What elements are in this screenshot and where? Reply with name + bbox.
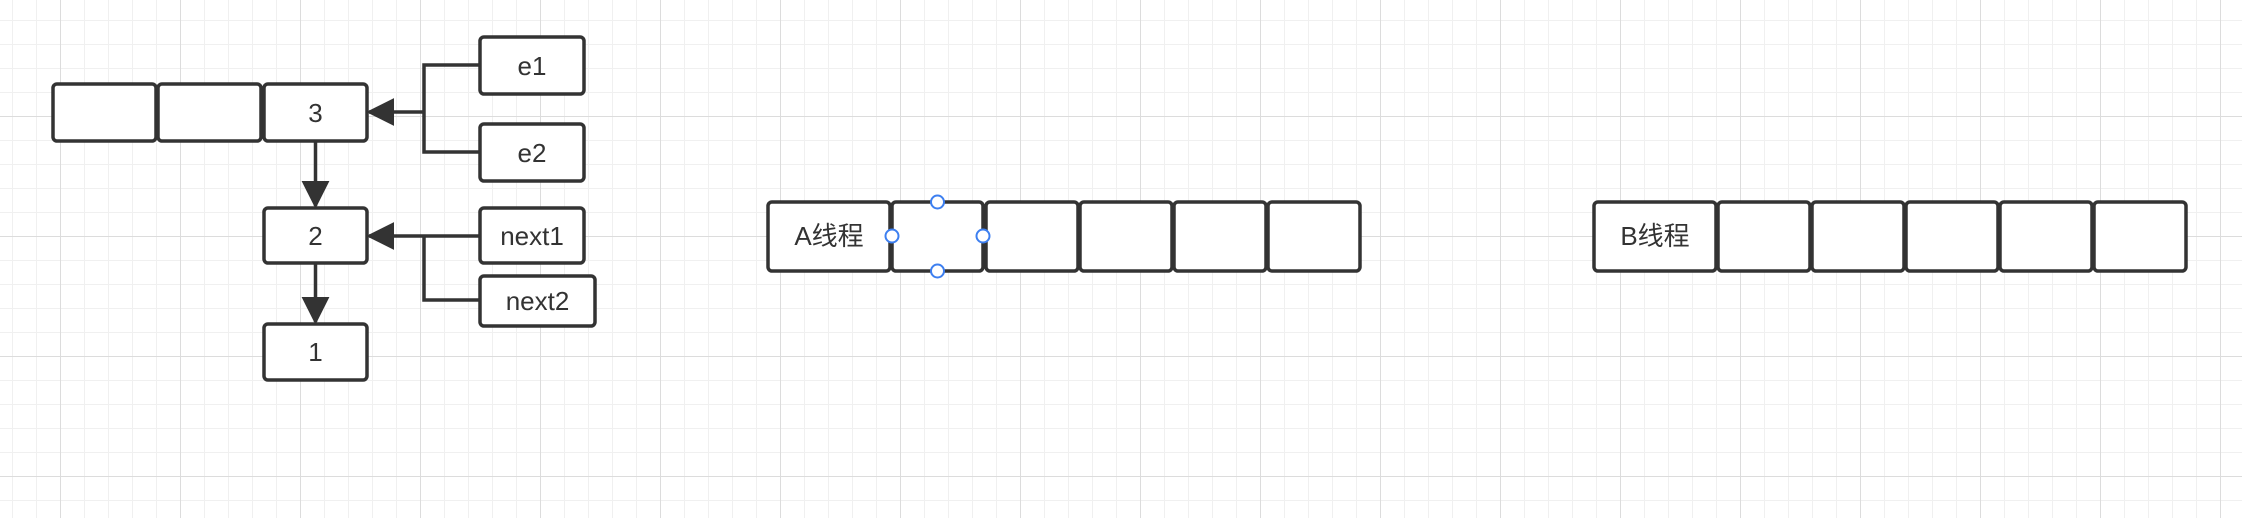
thread-b-cell-2[interactable] (1810, 200, 1906, 273)
thread-b-cell-1[interactable] (1716, 200, 1812, 273)
node-3-box[interactable]: 3 (262, 82, 369, 143)
thread-a-cell-5[interactable] (1266, 200, 1362, 273)
next1-label: next1 (500, 221, 564, 251)
thread-a-label-cell[interactable]: A线程 (766, 200, 892, 273)
top-cell-1[interactable] (51, 82, 158, 143)
thread-a-array: A线程 (766, 194, 1362, 279)
selection-handle-bottom[interactable] (930, 263, 945, 279)
thread-b-cell-4[interactable] (1998, 200, 2094, 273)
node-1-label: 1 (308, 337, 322, 367)
linked-list-group: 3 2 1 e1 e2 next1 (51, 35, 597, 382)
e1-box[interactable]: e1 (478, 35, 586, 96)
thread-a-cell-3[interactable] (1078, 200, 1174, 273)
thread-b-cell-3[interactable] (1904, 200, 2000, 273)
selection-handles (884, 194, 991, 279)
next2-label: next2 (506, 286, 570, 316)
top-cell-2[interactable] (156, 82, 263, 143)
selection-handle-top[interactable] (930, 194, 945, 210)
connector-e2-to-3[interactable] (422, 112, 480, 154)
selection-handle-left[interactable] (884, 228, 900, 244)
thread-b-cell-5[interactable] (2092, 200, 2188, 273)
e2-box[interactable]: e2 (478, 122, 586, 183)
thread-b-array: B线程 (1592, 200, 2188, 273)
thread-a-label: A线程 (794, 221, 863, 251)
connector-e1-to-3[interactable] (422, 63, 480, 112)
selection-handle-right[interactable] (975, 228, 991, 244)
next1-box[interactable]: next1 (478, 206, 586, 265)
node-2-box[interactable]: 2 (262, 206, 369, 265)
thread-a-cell-1[interactable] (890, 200, 985, 273)
node-1-box[interactable]: 1 (262, 322, 369, 382)
next2-box[interactable]: next2 (478, 274, 597, 328)
thread-b-label: B线程 (1620, 221, 1689, 251)
thread-a-cell-2[interactable] (984, 200, 1080, 273)
node-2-label: 2 (308, 221, 322, 251)
node-3-label: 3 (308, 98, 322, 128)
e1-label: e1 (518, 51, 547, 81)
e2-label: e2 (518, 138, 547, 168)
thread-b-label-cell[interactable]: B线程 (1592, 200, 1718, 273)
thread-a-cell-4[interactable] (1172, 200, 1268, 273)
connector-next2-to-2[interactable] (422, 236, 480, 302)
